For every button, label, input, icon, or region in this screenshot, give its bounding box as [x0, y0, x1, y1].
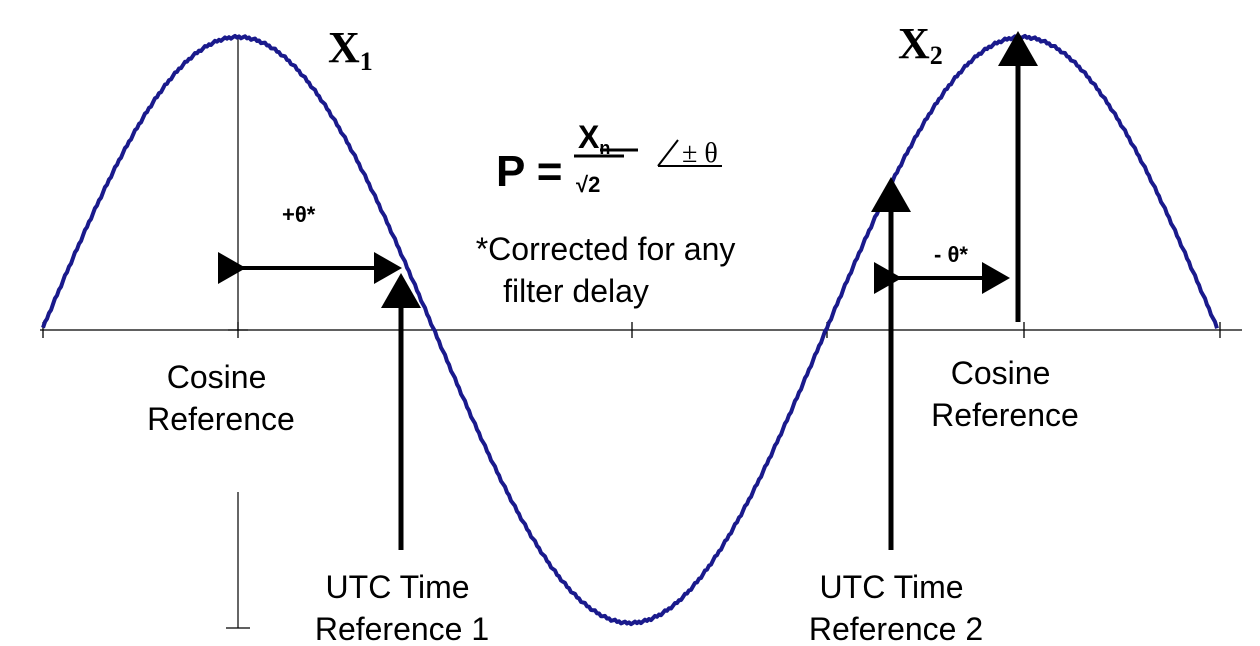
formula-numerator: Xn — [578, 119, 610, 158]
cosine-reference-2-label: Cosine Reference — [931, 355, 1079, 433]
x1-label: X1 — [328, 23, 373, 76]
formula-denominator: √2 — [576, 172, 600, 197]
utc-reference-1-label: UTC Time Reference 1 — [315, 569, 489, 646]
formula-lhs: P = — [496, 147, 562, 196]
amplitude-axis — [226, 492, 250, 629]
formula-angle: ± θ — [682, 138, 718, 169]
minus-theta-label: - θ* — [934, 242, 968, 267]
cosine-reference-1-label: Cosine Reference — [147, 359, 295, 437]
angle-symbol — [657, 139, 722, 167]
x2-label: X2 — [898, 19, 943, 70]
plus-theta-label: +θ* — [282, 202, 316, 227]
utc-reference-2-label: UTC Time Reference 2 — [809, 569, 983, 646]
phasor-formula: P = Xn √2 ± θ — [496, 119, 722, 197]
filter-delay-note: *Corrected for any filter delay — [476, 231, 745, 309]
